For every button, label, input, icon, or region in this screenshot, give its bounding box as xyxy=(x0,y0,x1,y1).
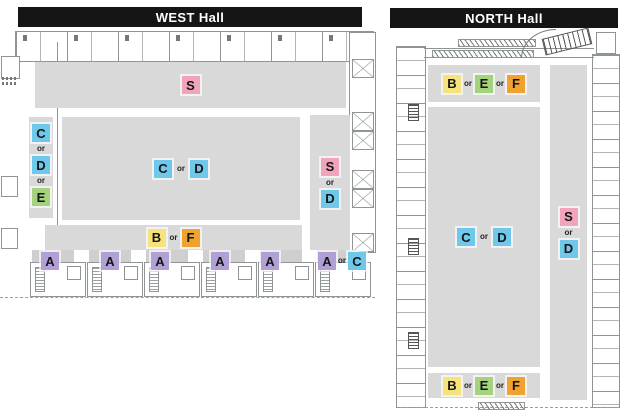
north-bef-bottom-label-group: B or E or F xyxy=(443,376,525,395)
zone-letter-chip-b: B xyxy=(443,74,461,93)
zone-letter-chip-a: A xyxy=(261,252,279,270)
north-zone-sd-strip: S or D xyxy=(550,65,587,400)
or-label: or xyxy=(169,232,178,242)
zone-letter-chip-f: F xyxy=(507,376,525,395)
north-bef-top-label-group: B or E or F xyxy=(443,74,525,93)
north-zone-cd-main-area: C or D xyxy=(428,107,540,367)
west-hall-title: WEST Hall xyxy=(155,9,225,25)
zone-letter-chip-s: S xyxy=(321,157,339,176)
west-zone-s-area: S xyxy=(35,62,346,108)
north-stair-symbol xyxy=(408,238,419,255)
north-cd-label-group: C or D xyxy=(457,228,511,246)
west-top-rooms xyxy=(15,31,374,62)
zone-letter-chip-d: D xyxy=(493,228,511,246)
zone-letter-chip-c: C xyxy=(348,252,366,270)
zone-letter-chip-a: A xyxy=(101,252,119,270)
west-zone-bf-bar: B or F xyxy=(45,225,302,250)
zone-letter-chip-b: B xyxy=(147,228,166,247)
or-label: or xyxy=(326,177,334,187)
west-stairwell-x-box xyxy=(352,170,374,189)
zone-letter-chip-a: A xyxy=(318,252,336,270)
west-left-annotation-mark xyxy=(2,82,17,85)
zone-letter-chip-a: A xyxy=(41,252,59,270)
north-sd-label-group: S or D xyxy=(559,207,578,258)
north-bottom-hatch-wall xyxy=(478,402,525,410)
zone-letter-chip-e: E xyxy=(475,74,493,93)
zone-letter-chip-f: F xyxy=(507,74,525,93)
north-zone-bef-bottom-bar: B or E or F xyxy=(428,373,540,398)
zone-letter-chip-d: D xyxy=(32,156,50,174)
west-bf-label-group: B or F xyxy=(147,228,200,247)
zone-letter-chip-c: C xyxy=(154,159,172,178)
zone-letter-chip-e: E xyxy=(32,188,50,206)
north-hall-title: NORTH Hall xyxy=(465,10,543,26)
or-label: or xyxy=(338,256,346,265)
or-label: or xyxy=(480,232,488,241)
or-label: or xyxy=(564,227,573,237)
north-stair-symbol xyxy=(408,104,419,121)
west-left-room xyxy=(1,228,18,249)
zone-letter-chip-d: D xyxy=(190,159,208,178)
west-sd-label-group: S or D xyxy=(321,157,339,208)
north-stair-symbol xyxy=(408,332,419,349)
west-cd-label-group: C or D xyxy=(154,159,208,178)
west-left-wall xyxy=(57,42,58,297)
west-boundary-dashed-line xyxy=(0,297,375,298)
west-left-room xyxy=(1,176,18,197)
west-zone-sd-strip: S or D xyxy=(310,115,350,250)
west-stairwell-x-box xyxy=(352,131,374,150)
north-hall-title-bar: NORTH Hall xyxy=(390,8,618,28)
west-zone-cd-main-area: C or D xyxy=(62,117,300,220)
zone-letter-chip-c: C xyxy=(32,124,50,142)
zone-letter-chip-a: A xyxy=(211,252,229,270)
west-stairwell-x-box xyxy=(352,112,374,131)
north-left-rooms xyxy=(396,46,426,408)
zone-letter-chip-d: D xyxy=(559,239,578,258)
west-stairwell-x-box xyxy=(352,59,374,78)
zone-letter-chip-c: C xyxy=(457,228,475,246)
or-label: or xyxy=(464,380,472,390)
north-top-hatch-wall xyxy=(432,50,534,58)
zone-letter-chip-d: D xyxy=(321,189,339,208)
or-label: or xyxy=(496,78,504,88)
zone-letter-chip-b: B xyxy=(443,376,461,395)
west-stairwell-x-box xyxy=(352,189,374,208)
north-right-rooms xyxy=(592,54,620,408)
west-aorc-label-group: A or C xyxy=(318,252,366,270)
or-label: or xyxy=(37,176,45,185)
zone-letter-chip-s: S xyxy=(559,207,578,226)
west-left-annotation-mark xyxy=(2,77,17,80)
north-top-wall xyxy=(424,48,594,49)
dock-unit xyxy=(201,262,257,297)
or-label: or xyxy=(37,144,45,153)
west-left-room xyxy=(1,56,20,79)
zone-letter-chip-f: F xyxy=(181,228,200,247)
or-label: or xyxy=(177,163,185,173)
west-hall-title-bar: WEST Hall xyxy=(18,7,362,27)
north-zone-bef-top-bar: B or E or F xyxy=(428,65,540,102)
west-stairwell-x-box xyxy=(352,233,374,252)
west-cde-label-group: C or D or E xyxy=(31,124,51,206)
zone-letter-chip-a: A xyxy=(151,252,169,270)
north-corner-room xyxy=(596,32,616,54)
or-label: or xyxy=(464,78,472,88)
zone-letter-chip-s: S xyxy=(181,76,200,94)
dock-unit xyxy=(30,262,86,297)
zone-letter-chip-e: E xyxy=(475,376,493,395)
or-label: or xyxy=(496,380,504,390)
